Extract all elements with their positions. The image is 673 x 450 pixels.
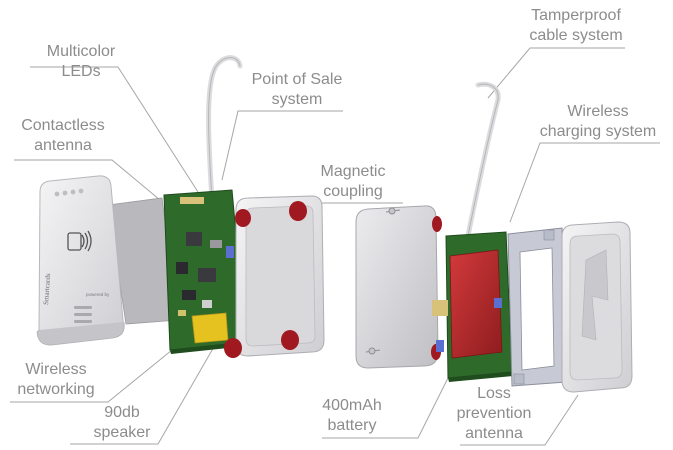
component xyxy=(178,310,186,316)
led-dot-icon xyxy=(70,189,76,195)
leader-multicolor-leds xyxy=(30,66,199,193)
leader-speaker xyxy=(70,344,216,445)
leader-tamperproof-cable xyxy=(487,47,625,99)
magnet xyxy=(281,330,299,350)
connector xyxy=(432,300,448,316)
loss-prevention-antenna xyxy=(581,249,609,341)
device-brand: Smartcards xyxy=(42,273,52,305)
led-dot-icon xyxy=(54,191,60,197)
pos-cable-outline xyxy=(208,57,241,203)
leader-wireless-networking xyxy=(10,349,173,403)
leader-point-of-sale xyxy=(221,110,343,181)
chip xyxy=(182,290,196,300)
tamperproof-cable-outline xyxy=(465,83,499,247)
label-multicolor-leds: Multicolor LEDs xyxy=(46,43,116,80)
speaker-slot xyxy=(74,306,92,309)
connector xyxy=(210,240,222,248)
chip xyxy=(198,268,216,282)
label-battery: 400mAh battery xyxy=(322,397,382,434)
front-housing: Smartcards powered by xyxy=(36,175,125,346)
screw-icon xyxy=(365,207,401,355)
battery-pcb xyxy=(432,231,513,382)
label-loss-prevention: Loss prevention antenna xyxy=(456,385,532,442)
contactless-symbol-icon xyxy=(67,230,92,252)
speaker-slot xyxy=(74,320,92,323)
leader-battery xyxy=(322,377,449,439)
leader-contactless-antenna xyxy=(14,159,161,201)
component xyxy=(202,300,212,308)
chip xyxy=(176,262,188,274)
led-dot-icon xyxy=(78,188,84,194)
label-speaker: 90db speaker xyxy=(93,404,151,441)
magnet xyxy=(235,209,251,227)
connector xyxy=(436,340,444,352)
battery-cell xyxy=(449,249,503,359)
label-wireless-networking: Wireless networking xyxy=(17,361,95,398)
connector xyxy=(494,298,502,308)
led-dot-icon xyxy=(62,190,68,196)
led-header xyxy=(180,197,204,204)
device-subbrand: powered by xyxy=(86,292,110,297)
speaker-module xyxy=(191,312,229,344)
label-wireless-charging: Wireless charging system xyxy=(539,103,657,140)
main-pcb xyxy=(163,189,247,354)
magnetic-coupling-cover xyxy=(355,205,442,369)
connector xyxy=(226,246,234,258)
magnet xyxy=(289,201,307,221)
rear-shell xyxy=(224,195,325,358)
speaker-slot xyxy=(74,313,92,316)
wireless-charging-frame xyxy=(507,227,567,387)
label-magnetic-coupling: Magnetic coupling xyxy=(320,163,386,200)
label-tamperproof-cable: Tamperproof cable system xyxy=(529,7,623,44)
label-contactless-antenna: Contactless antenna xyxy=(21,117,105,154)
leader-wireless-charging xyxy=(509,142,660,223)
magnet xyxy=(224,338,242,358)
chip xyxy=(186,232,202,246)
leader-loss-prevention xyxy=(460,394,579,446)
magnet xyxy=(432,216,442,232)
loss-prevention-housing xyxy=(561,221,633,393)
label-point-of-sale: Point of Sale system xyxy=(251,71,343,108)
pos-cable xyxy=(206,55,243,205)
leader-lines xyxy=(10,47,660,446)
